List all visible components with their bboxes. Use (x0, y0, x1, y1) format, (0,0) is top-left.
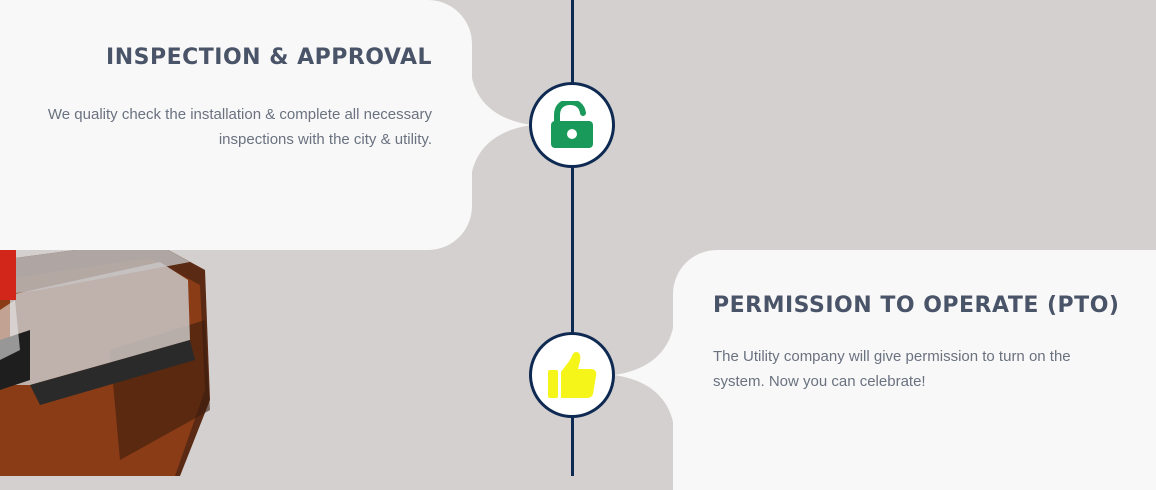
timeline-line (571, 0, 574, 476)
step-card-inspection: INSPECTION & APPROVAL We quality check t… (0, 0, 472, 250)
step-description: The Utility company will give permission… (713, 348, 1071, 390)
card-pointer (614, 310, 675, 440)
timeline-node-inspection (529, 82, 615, 168)
card-pointer (470, 60, 532, 190)
step-card-pto: PERMISSION TO OPERATE (PTO) The Utility … (673, 250, 1156, 490)
thumbs-up-icon (548, 352, 597, 398)
step-title: PERMISSION TO OPERATE (PTO) (713, 293, 1120, 318)
lock-open-icon (551, 101, 593, 148)
timeline-node-pto (529, 332, 615, 418)
step-title: INSPECTION & APPROVAL (106, 45, 432, 70)
step-description: We quality check the installation & comp… (47, 106, 432, 148)
toolbox-image (0, 220, 210, 476)
